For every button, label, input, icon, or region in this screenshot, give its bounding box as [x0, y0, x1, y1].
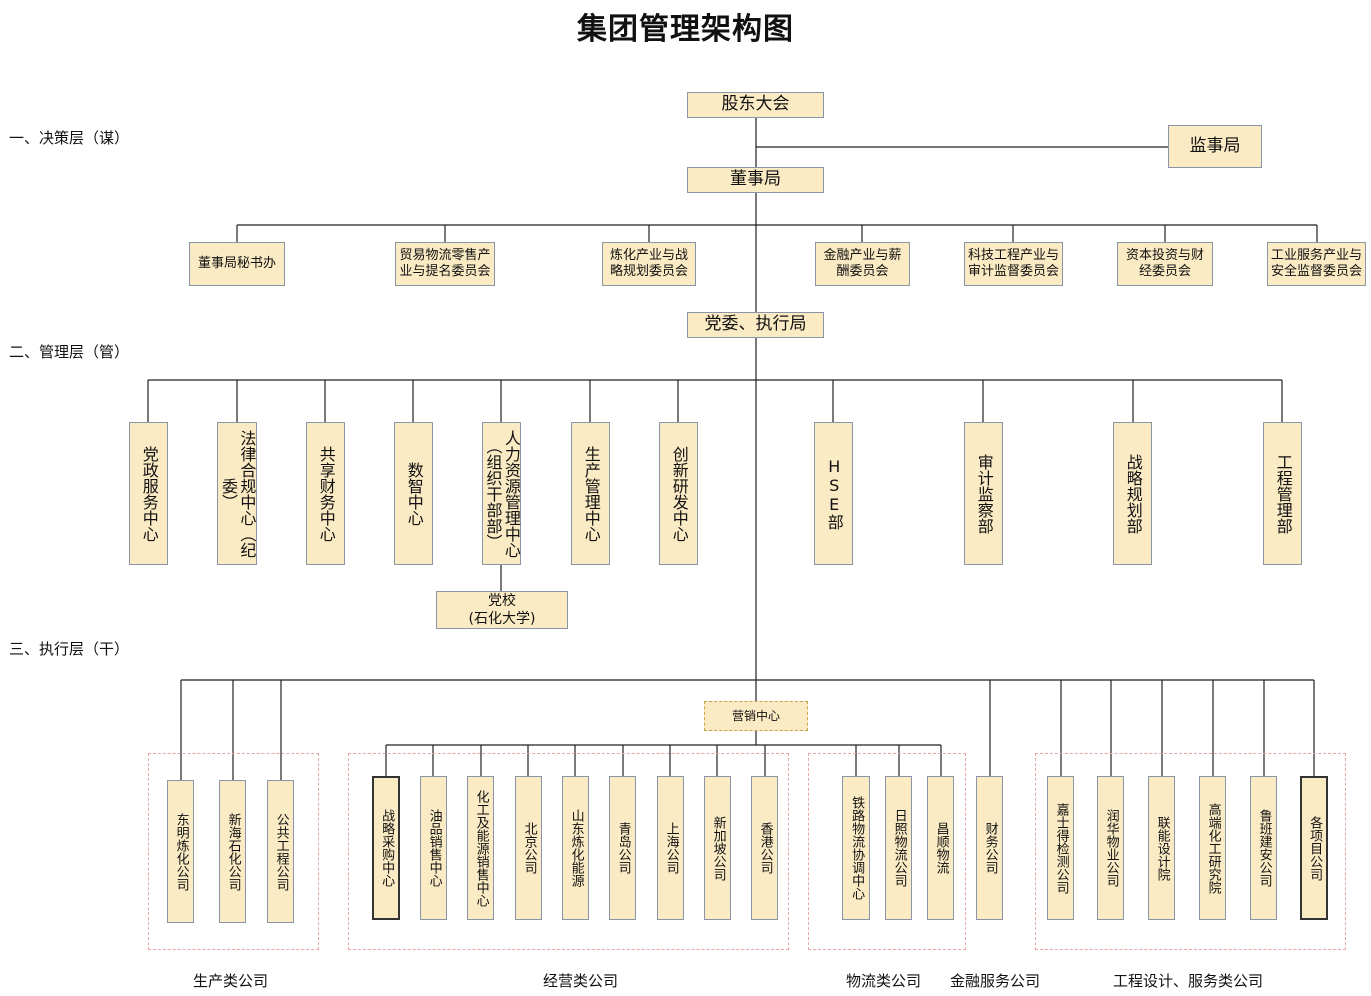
company-oil-sales: 油品销售中心: [420, 776, 447, 920]
dept-digital: 数智中心: [394, 422, 433, 565]
company-luban-construction: 鲁班建安公司: [1250, 776, 1277, 920]
dept-production-management: 生产管理中心: [571, 422, 610, 565]
company-singapore: 新加坡公司: [704, 776, 731, 920]
group-label-operating: 经营类公司: [543, 972, 619, 990]
company-railway-logistics: 铁路物流协调中心: [842, 776, 870, 920]
committee-capital-finance: 资本投资与财经委员会: [1117, 242, 1213, 286]
dept-engineering-management: 工程管理部: [1263, 422, 1302, 565]
company-changshun-logistics: 昌顺物流: [927, 776, 954, 920]
group-label-logistics: 物流类公司: [846, 972, 922, 990]
group-label-engineering: 工程设计、服务类公司: [1113, 972, 1264, 990]
company-beijing: 北京公司: [515, 776, 542, 920]
supervisory-bureau-box: 监事局: [1168, 125, 1262, 168]
company-lianneng-design: 联能设计院: [1148, 776, 1175, 920]
party-school-box: 党校 (石化大学): [436, 591, 568, 629]
company-finance: 财务公司: [976, 776, 1003, 920]
board-box: 董事局: [687, 167, 824, 193]
dept-hse: HSE部: [814, 422, 853, 565]
dept-party-admin: 党政服务中心: [129, 422, 168, 565]
company-runhua-property: 润华物业公司: [1097, 776, 1124, 920]
company-qingdao: 青岛公司: [609, 776, 636, 920]
committee-finance-compensation: 金融产业与薪酬委员会: [815, 242, 910, 286]
committee-refining-strategy: 炼化产业与战略规划委员会: [602, 242, 696, 286]
diagram-title: 集团管理架构图: [577, 12, 794, 47]
group-label-production: 生产类公司: [193, 972, 269, 990]
dept-shared-finance: 共享财务中心: [306, 422, 345, 565]
company-hightech-chemical-institute: 高端化工研究院: [1199, 776, 1226, 920]
committee-industrial-safety: 工业服务产业与安全监督委员会: [1267, 242, 1366, 286]
committee-trade-nomination: 贸易物流零售产业与提名委员会: [395, 242, 495, 286]
company-strategic-procurement: 战略采购中心: [372, 776, 400, 920]
dept-human-resources: 人力资源管理中心（组织干部部）: [482, 422, 521, 565]
layer-label-execution: 三、执行层（干）: [9, 640, 130, 658]
group-frame-logistics: [808, 753, 966, 950]
marketing-center-box: 营销中心: [704, 701, 808, 731]
party-school-subtitle: (石化大学): [468, 611, 536, 627]
committee-tech-audit: 科技工程产业与审计监督委员会: [964, 242, 1063, 286]
company-hongkong: 香港公司: [751, 776, 778, 920]
company-jiashide-testing: 嘉士得检测公司: [1047, 776, 1074, 920]
company-dongming-refining: 东明炼化公司: [167, 780, 194, 923]
company-chemical-energy-sales: 化工及能源销售中心: [467, 776, 494, 920]
company-public-engineering: 公共工程公司: [267, 780, 294, 923]
dept-audit-supervision: 审计监察部: [964, 422, 1003, 565]
company-project-companies: 各项目公司: [1300, 776, 1328, 920]
layer-label-management: 二、管理层（管）: [9, 343, 130, 361]
shareholders-meeting-box: 股东大会: [687, 92, 824, 118]
company-rizhao-logistics: 日照物流公司: [885, 776, 912, 920]
company-shanghai: 上海公司: [657, 776, 684, 920]
party-school-name: 党校: [488, 592, 516, 609]
group-frame-production: [148, 753, 319, 950]
group-frame-engineering: [1035, 753, 1346, 950]
company-shandong-refining-energy: 山东炼化能源: [562, 776, 589, 920]
party-executive-box: 党委、执行局: [687, 312, 824, 338]
group-frame-operating: [348, 753, 789, 950]
dept-strategy-planning: 战略规划部: [1113, 422, 1152, 565]
company-xinhai-petrochem: 新海石化公司: [219, 780, 246, 923]
dept-innovation-rd: 创新研发中心: [659, 422, 698, 565]
dept-legal-compliance: 法律合规中心（纪委）: [217, 422, 257, 565]
group-label-finance: 金融服务公司: [950, 972, 1041, 990]
committee-board-secretary: 董事局秘书办: [189, 242, 285, 286]
layer-label-decision: 一、决策层（谋）: [9, 129, 130, 147]
